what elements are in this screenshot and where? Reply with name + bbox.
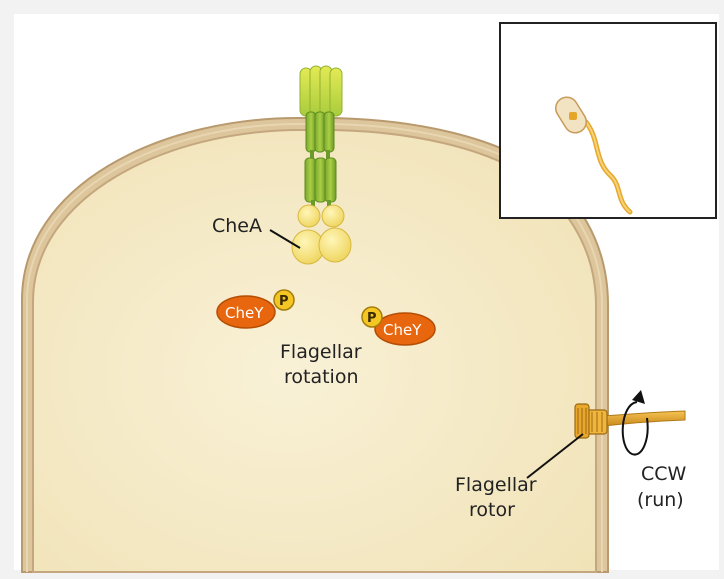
bacterium-with-flagellum-icon — [555, 96, 633, 215]
direction-label-line2: (run) — [637, 489, 684, 511]
direction-label-line1: CCW — [641, 463, 687, 485]
chea-protein — [291, 204, 352, 265]
chey-phosphorylated-right: CheY P — [361, 306, 436, 346]
chea-label: CheA — [212, 215, 262, 237]
circular-arrow-icon — [621, 390, 649, 456]
flagellar-rotation-label-line2: rotation — [284, 366, 359, 388]
chey-phosphorylated-left: CheY P — [216, 289, 295, 329]
flagellar-rotor-label-line2: rotor — [469, 499, 515, 521]
flagellar-rotation-label-line1: Flagellar — [280, 341, 362, 363]
inset-panel — [499, 22, 717, 219]
flagellar-rotor-label-line1: Flagellar — [455, 474, 537, 496]
phosphate-right-label: P — [367, 311, 377, 326]
rotor-leader-line — [526, 433, 584, 479]
phosphate-left — [273, 289, 295, 311]
cell-cytoplasm — [32, 129, 597, 573]
chey-left-label: CheY — [225, 304, 264, 322]
chey-right-label: CheY — [383, 321, 422, 339]
phosphate-left-label: P — [279, 294, 289, 309]
chemoreceptor — [299, 65, 343, 208]
phosphate-right — [361, 306, 383, 328]
chea-leader-line — [269, 229, 301, 249]
